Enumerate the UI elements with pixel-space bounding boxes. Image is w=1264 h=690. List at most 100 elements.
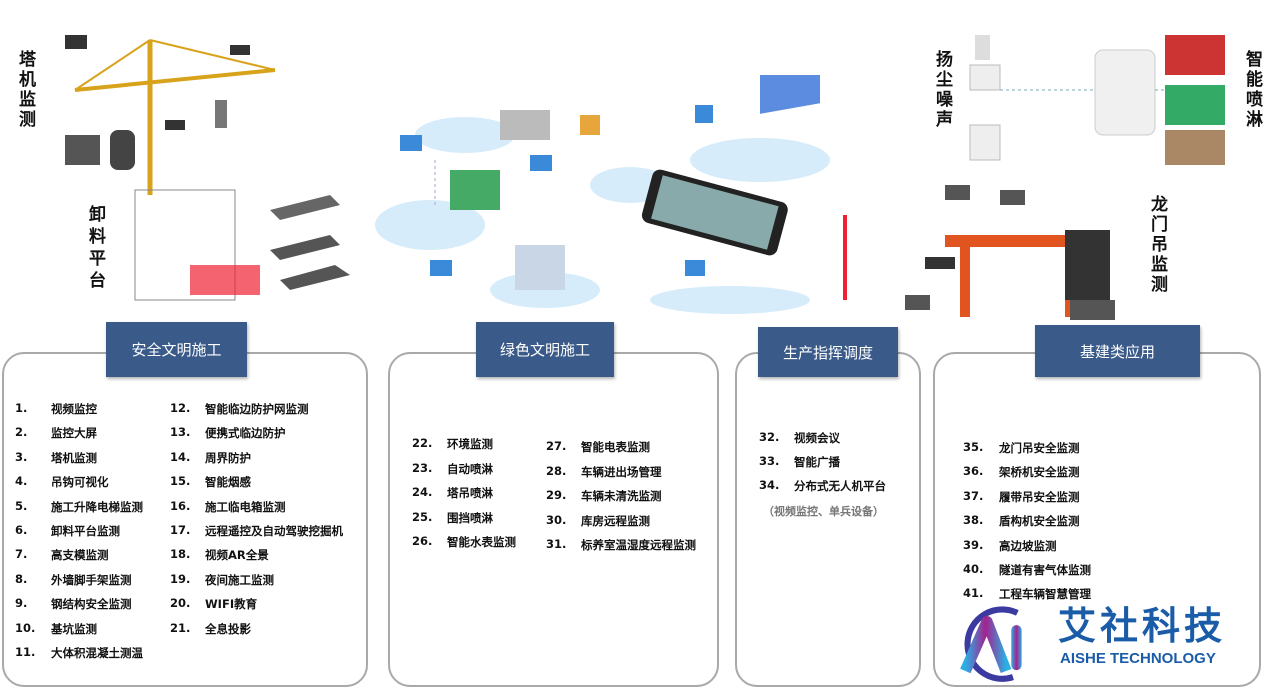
tab-green[interactable]: 绿色文明施工 bbox=[476, 322, 614, 377]
item-number: 39. bbox=[963, 537, 984, 552]
item-label: 大体积混凝土测温 bbox=[51, 646, 143, 660]
item-number: 5. bbox=[15, 498, 28, 513]
item-number: 36. bbox=[963, 464, 984, 479]
item-label: 钢结构安全监测 bbox=[51, 597, 132, 612]
gantry-crane-illustration bbox=[905, 185, 1115, 320]
item-number: 22. bbox=[412, 436, 433, 450]
item-number: 28. bbox=[546, 463, 567, 478]
unloading-platform-label: 卸料平台 bbox=[85, 205, 105, 293]
item-number: 16. bbox=[170, 498, 191, 513]
smart-spray-label: 智能喷淋 bbox=[1242, 50, 1262, 130]
panel-dispatch bbox=[735, 352, 921, 687]
item-label: 龙门吊安全监测 bbox=[999, 441, 1080, 455]
item-label: WIFI教育 bbox=[205, 597, 258, 612]
item-label: 自动喷淋 bbox=[447, 461, 493, 476]
item-number: 8. bbox=[15, 571, 28, 586]
item-number: 23. bbox=[412, 460, 433, 475]
item-label: 隧道有害气体监测 bbox=[999, 563, 1091, 577]
item-number: 11. bbox=[15, 645, 36, 659]
item-label: 盾构机安全监测 bbox=[999, 514, 1080, 529]
dust-noise-label: 扬尘噪声 bbox=[932, 50, 952, 130]
tower-crane-illustration bbox=[65, 35, 276, 195]
ai-logo-icon bbox=[960, 606, 1022, 682]
item-number: 3. bbox=[15, 449, 28, 464]
item-label: 分布式无人机平台 bbox=[794, 479, 886, 493]
item-number: 34. bbox=[759, 478, 780, 492]
tower-crane-label: 塔机监测 bbox=[15, 50, 35, 130]
item-label: 库房远程监测 bbox=[581, 513, 650, 528]
item-label: 夜间施工监测 bbox=[205, 572, 274, 587]
item-number: 38. bbox=[963, 513, 984, 528]
item-label: 智能烟感 bbox=[205, 475, 251, 490]
item-number: 21. bbox=[170, 620, 191, 635]
tab-safety[interactable]: 安全文明施工 bbox=[106, 322, 247, 377]
item-number: 9. bbox=[15, 596, 28, 611]
item-number: 24. bbox=[412, 485, 433, 499]
item-label: 全息投影 bbox=[205, 621, 251, 636]
item-label: 高边坡监测 bbox=[999, 538, 1057, 553]
item-number: 31. bbox=[546, 537, 567, 551]
item-number: 1. bbox=[15, 401, 28, 415]
dust-spray-illustration bbox=[969, 35, 1225, 165]
aishe-logo: 艾社科技 AISHE TECHNOLOGY bbox=[950, 606, 1250, 684]
item-label: 架桥机安全监测 bbox=[999, 465, 1080, 480]
item-label: 施工临电箱监测 bbox=[205, 499, 286, 514]
item-label: 监控大屏 bbox=[51, 426, 97, 441]
item-number: 26. bbox=[412, 534, 433, 548]
command-dispatch-illustration bbox=[641, 75, 847, 314]
item-label: 环境监测 bbox=[447, 437, 493, 451]
item-label: 智能广播 bbox=[794, 455, 840, 469]
item-number: 13. bbox=[170, 425, 191, 440]
item-number: 7. bbox=[15, 547, 28, 562]
item-label: 周界防护 bbox=[205, 450, 251, 465]
panel-green bbox=[388, 352, 719, 687]
tab-infrastructure[interactable]: 基建类应用 bbox=[1035, 325, 1200, 377]
unloading-platform-illustration bbox=[134, 189, 350, 301]
item-number: 10. bbox=[15, 620, 36, 635]
item-label: 车辆进出场管理 bbox=[581, 464, 662, 479]
item-label: 标养室温湿度远程监测 bbox=[581, 538, 696, 552]
item-label: 便携式临边防护 bbox=[205, 426, 286, 441]
item-label: 智能临边防护网监测 bbox=[205, 402, 309, 416]
item-number: 27. bbox=[546, 439, 567, 453]
item-label: 视频AR全景 bbox=[205, 548, 269, 563]
item-label: 吊钩可视化 bbox=[51, 475, 109, 490]
item-number: 35. bbox=[963, 440, 984, 454]
logo-en-text: AISHE TECHNOLOGY bbox=[1060, 650, 1216, 667]
item-number: 6. bbox=[15, 523, 28, 537]
item-label: 工程车辆智慧管理 bbox=[999, 587, 1091, 602]
item-number: 2. bbox=[15, 425, 28, 440]
item-number: 41. bbox=[963, 586, 984, 601]
item-label: 卸料平台监测 bbox=[51, 524, 120, 538]
item-label: 视频会议 bbox=[794, 431, 840, 445]
gantry-crane-label: 龙门吊监测 bbox=[1147, 195, 1167, 295]
item-number: 32. bbox=[759, 430, 780, 444]
item-label: 基坑监测 bbox=[51, 621, 97, 636]
item-number: 37. bbox=[963, 488, 984, 503]
item-number: 14. bbox=[170, 449, 191, 464]
logo-cn-text: 艾社科技 bbox=[1058, 604, 1227, 648]
item-number: 33. bbox=[759, 454, 780, 468]
item-label: 塔吊喷淋 bbox=[447, 486, 493, 500]
item-label: 远程遥控及自动驾驶挖掘机 bbox=[205, 524, 343, 538]
item-number: 12. bbox=[170, 401, 191, 415]
item-number: 30. bbox=[546, 512, 567, 527]
item-label: 视频监控 bbox=[51, 402, 97, 416]
item-number: 19. bbox=[170, 571, 191, 586]
green-construction-illustration bbox=[375, 110, 670, 308]
item-number: 4. bbox=[15, 474, 28, 489]
item-number: 17. bbox=[170, 523, 191, 537]
item-label: 施工升降电梯监测 bbox=[51, 499, 143, 514]
item-label: 智能电表监测 bbox=[581, 440, 650, 454]
item-number: 15. bbox=[170, 474, 191, 489]
panel-safety bbox=[2, 352, 368, 687]
item-label: 车辆未清洗监测 bbox=[581, 489, 662, 503]
item-label: 高支模监测 bbox=[51, 548, 109, 563]
item-label: 外墙脚手架监测 bbox=[51, 572, 132, 587]
item-number: 40. bbox=[963, 562, 984, 576]
tab-dispatch[interactable]: 生产指挥调度 bbox=[758, 327, 898, 377]
item-label: 围挡喷淋 bbox=[447, 510, 493, 525]
item-label: 智能水表监测 bbox=[447, 535, 516, 549]
item-label: 履带吊安全监测 bbox=[999, 489, 1080, 504]
item-label: 塔机监测 bbox=[51, 450, 97, 465]
